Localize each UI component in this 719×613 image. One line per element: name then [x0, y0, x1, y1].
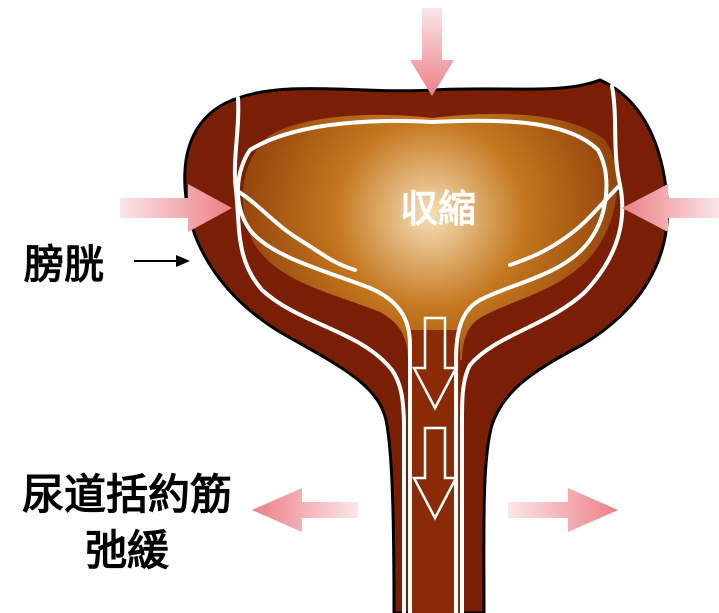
- bladder-pointer-arrow: [134, 255, 190, 267]
- bladder-label: 膀胱: [24, 242, 104, 288]
- relaxation-arrow-left: [252, 488, 358, 532]
- relaxation-arrow-right: [508, 488, 618, 532]
- contraction-arrow-top: [410, 8, 454, 96]
- sphincter-label-line2: 弛緩: [85, 526, 170, 575]
- contraction-label: 収縮: [400, 187, 476, 231]
- sphincter-label-line1: 尿道括約筋: [22, 470, 232, 519]
